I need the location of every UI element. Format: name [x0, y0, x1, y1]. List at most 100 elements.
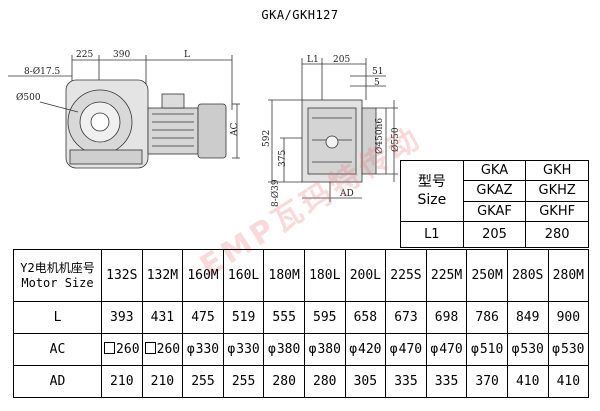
value-text: 260: [116, 342, 140, 357]
size-cell: 250M: [466, 249, 508, 302]
l1-value-b: 280: [525, 221, 589, 248]
phi-icon: φ: [552, 342, 560, 357]
phi-icon: φ: [470, 342, 479, 357]
size-cell: 160L: [222, 249, 265, 302]
value-cell: 255: [182, 365, 224, 398]
square-icon: [144, 342, 156, 354]
cell: GKHZ: [525, 180, 589, 202]
dim-375: 375: [278, 150, 288, 167]
size-cell: 132S: [101, 249, 143, 302]
l1-label: L1: [400, 221, 464, 248]
phi-icon: φ: [511, 342, 520, 357]
value-cell: 519: [222, 301, 265, 334]
dim-phi500: Ø500: [16, 92, 41, 103]
table-row: Y2电机机座号 Motor Size 132S 132M 160M 160L 1…: [13, 249, 590, 302]
value-cell: 260: [101, 333, 143, 366]
motor-size-header: Y2电机机座号 Motor Size: [13, 249, 102, 302]
header-line-2: Motor Size: [21, 275, 94, 290]
dim-AD: AD: [339, 189, 354, 199]
value-cell: φ380: [303, 333, 346, 366]
value-cell: 555: [263, 301, 305, 334]
value-cell: 280: [263, 365, 305, 398]
size-table: 型号 Size GKA GKH GKAZ GKHZ GKAF GKHF L1 2…: [400, 159, 589, 248]
phi-icon: φ: [430, 342, 439, 357]
table-row: AC 260 260 φ330 φ330 φ380 φ380 φ420 φ470…: [13, 333, 590, 366]
value-cell: 849: [506, 301, 549, 334]
phi-icon: φ: [349, 342, 358, 357]
cell: GKH: [525, 159, 589, 182]
value-cell: 210: [141, 365, 184, 398]
value-cell: φ420: [344, 333, 387, 366]
value-text: 470: [398, 342, 423, 357]
size-cell: 280M: [547, 249, 590, 302]
motor-size-table: Y2电机机座号 Motor Size 132S 132M 160M 160L 1…: [13, 249, 590, 398]
value-cell: φ530: [547, 333, 590, 366]
value-cell: φ530: [506, 333, 549, 366]
phi-icon: φ: [268, 342, 276, 357]
dim-L1: L1: [307, 55, 319, 65]
size-cell: 200L: [344, 249, 387, 302]
dim-phi550: Ø550: [390, 127, 401, 152]
value-cell: φ330: [182, 333, 224, 366]
dim-5: 5: [374, 78, 380, 88]
value-cell: φ470: [425, 333, 468, 366]
gear-motor-drawing: 8-Ø17.5 225 390 L Ø500 AC L1 20: [8, 50, 401, 207]
cell: GKHF: [525, 200, 589, 223]
dim-phi450: Ø450h6: [374, 118, 385, 154]
dim-L: L: [184, 50, 190, 60]
dim-51: 51: [372, 67, 383, 77]
value-cell: 393: [101, 301, 143, 334]
type-label: 型号: [417, 174, 446, 190]
value-cell: 370: [466, 365, 508, 398]
value-cell: 410: [506, 365, 549, 398]
dim-390: 390: [113, 50, 130, 60]
value-cell: φ330: [222, 333, 265, 366]
dim-AC: AC: [230, 123, 240, 137]
row-label-AD: AD: [13, 365, 102, 398]
phi-icon: φ: [186, 342, 195, 357]
table-row: L 393 431 475 519 555 595 658 673 698 78…: [13, 301, 590, 334]
left-view: [8, 55, 240, 169]
value-text: 420: [358, 342, 382, 357]
dim-205: 205: [333, 55, 350, 65]
value-cell: 673: [385, 301, 427, 334]
size-label: Size: [417, 192, 447, 208]
value-cell: 305: [344, 365, 387, 398]
size-cell: 225M: [425, 249, 468, 302]
phi-icon: φ: [389, 342, 398, 357]
phi-icon: φ: [227, 342, 236, 357]
value-text: 470: [439, 342, 463, 357]
value-text: 380: [317, 342, 341, 357]
value-cell: 335: [425, 365, 468, 398]
value-cell: 431: [141, 301, 184, 334]
dim-225: 225: [76, 50, 93, 60]
value-cell: 410: [547, 365, 590, 398]
value-text: 260: [156, 342, 181, 357]
size-cell: 225S: [385, 249, 427, 302]
table-row: AD 210 210 255 255 280 280 305 335 335 3…: [13, 365, 590, 398]
dim-592: 592: [262, 130, 272, 147]
size-cell: 180M: [263, 249, 305, 302]
value-cell: 335: [385, 365, 427, 398]
phi-icon: φ: [308, 342, 317, 357]
value-text: 510: [479, 342, 504, 357]
value-cell: 698: [425, 301, 468, 334]
size-cell: 180L: [303, 249, 346, 302]
value-cell: 255: [222, 365, 265, 398]
value-cell: 786: [466, 301, 508, 334]
value-cell: 900: [547, 301, 590, 334]
value-cell: 260: [141, 333, 184, 366]
size-cell: 160M: [182, 249, 224, 302]
right-view: [268, 58, 398, 202]
row-label-L: L: [13, 301, 102, 334]
page-title: GKA/GKH127: [261, 8, 339, 22]
type-size-header: 型号 Size: [400, 160, 464, 222]
cell: GKAZ: [462, 180, 527, 202]
value-text: 330: [236, 342, 260, 357]
size-cell: 280S: [506, 249, 549, 302]
value-cell: 475: [182, 301, 224, 334]
dim-bolt-holes-2: 8-Ø39: [270, 179, 281, 207]
header-line-1: Y2电机机座号: [20, 260, 95, 275]
value-cell: φ510: [466, 333, 508, 366]
value-text: 530: [561, 342, 585, 357]
